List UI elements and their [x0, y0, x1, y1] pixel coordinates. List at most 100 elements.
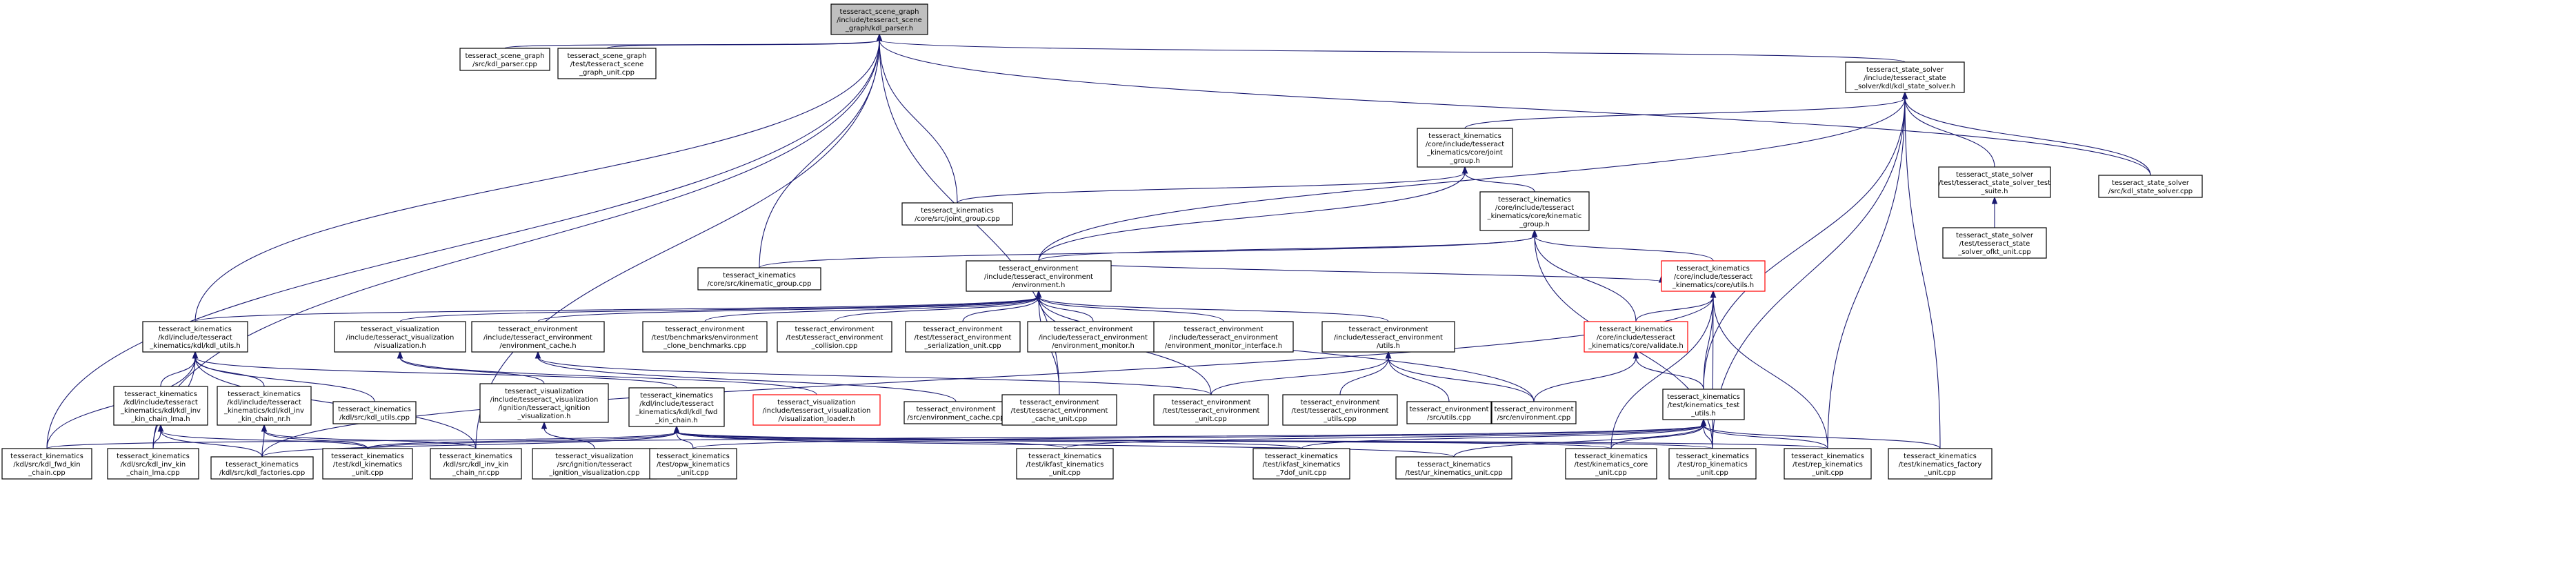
node-label-line: tesseract_visualization: [505, 388, 583, 395]
node-label-line: _serialization_unit.cpp: [923, 342, 1001, 350]
graph-node-vis-h[interactable]: tesseract_visualization/include/tesserac…: [334, 321, 466, 353]
graph-node-env-cache-cpp[interactable]: tesseract_environment/src/environment_ca…: [903, 401, 1008, 424]
graph-node-kin-opw-unit[interactable]: tesseract_kinematics/test/opw_kinematics…: [649, 448, 737, 480]
graph-node-kdl-fwd-cpp[interactable]: tesseract_kinematics/kdl/src/kdl_fwd_kin…: [1, 448, 92, 480]
graph-node-env-clone-bench[interactable]: tesseract_environment/test/benchmarks/en…: [642, 321, 768, 353]
graph-node-ss-test-suite[interactable]: tesseract_state_solver/test/tesseract_st…: [1938, 166, 2051, 198]
graph-node-env-utils-h[interactable]: tesseract_environment/include/tesseract_…: [1321, 321, 1455, 353]
node-label-line: tesseract_visualization: [777, 399, 856, 406]
graph-node-env-cache-unit[interactable]: tesseract_environment/test/tesseract_env…: [1001, 394, 1117, 426]
graph-node-kin-validate-h[interactable]: tesseract_kinematics/core/include/tesser…: [1584, 321, 1688, 353]
node-box: [1942, 227, 2047, 259]
graph-node-kin-utils-h[interactable]: tesseract_kinematics/core/include/tesser…: [1661, 260, 1766, 292]
graph-node-kdl-fwd-h[interactable]: tesseract_kinematics/kdl/include/tessera…: [628, 387, 725, 427]
node-label-line: tesseract_kinematics: [1904, 453, 1977, 460]
node-label-line: _unit.cpp: [351, 469, 383, 477]
graph-node-kin-joint-group-cpp[interactable]: tesseract_kinematics/core/src/joint_grou…: [901, 202, 1013, 226]
edge-env-h-to-kin-joint-group-h: [1038, 166, 1468, 262]
node-box: [1668, 448, 1757, 480]
graph-node-kdl-utils-h[interactable]: tesseract_kinematics/kdl/include/tessera…: [142, 321, 248, 353]
edge-line: [1904, 97, 2151, 176]
node-label-line: /kdl/include/tesseract: [639, 400, 714, 408]
graph-node-vis-loader-h[interactable]: tesseract_visualization/include/tesserac…: [752, 394, 881, 426]
node-label-line: _suite.h: [1981, 188, 2008, 195]
graph-node-kin-kdl-unit[interactable]: tesseract_kinematics/test/kdl_kinematics…: [322, 448, 413, 480]
edge-line: [676, 431, 1302, 449]
node-label-line: tesseract_kinematics: [124, 391, 197, 398]
graph-node-root[interactable]: tesseract_scene_graph/include/tesseract_…: [830, 3, 928, 35]
graph-node-ss-kdl-cpp[interactable]: tesseract_state_solver/src/kdl_state_sol…: [2098, 175, 2203, 198]
edge-line: [879, 39, 1906, 63]
node-label-line: /test/ur_kinematics_unit.cpp: [1405, 469, 1502, 477]
graph-node-kin-kinematic-group-h[interactable]: tesseract_kinematics/core/include/tesser…: [1479, 191, 1590, 231]
edge-line: [152, 39, 880, 449]
graph-node-kdl-factories-cpp[interactable]: tesseract_kinematics/kdl/src/kdl_factori…: [210, 456, 314, 480]
graph-node-kdl-utils-cpp[interactable]: tesseract_kinematics/kdl/src/kdl_utils.c…: [332, 401, 417, 424]
graph-node-env-monitor-h[interactable]: tesseract_environment/include/tesseract_…: [1027, 321, 1159, 353]
edge-line: [759, 39, 880, 268]
graph-node-kdl-lma-cpp[interactable]: tesseract_kinematics/kdl/src/kdl_inv_kin…: [107, 448, 199, 480]
graph-node-env-cache-h[interactable]: tesseract_environment/include/tesseract_…: [471, 321, 605, 353]
graph-node-kin-test-utils-h[interactable]: tesseract_kinematics/test/kinematics_tes…: [1662, 389, 1745, 420]
node-label-line: tesseract_kinematics: [226, 461, 299, 469]
graph-node-kin-rep-unit[interactable]: tesseract_kinematics/test/rep_kinematics…: [1784, 448, 1872, 480]
graph-node-env-monitor-if-h[interactable]: tesseract_environment/include/tesseract_…: [1153, 321, 1294, 353]
graph-node-kin-core-unit[interactable]: tesseract_kinematics/test/kinematics_cor…: [1565, 448, 1657, 480]
node-label-line: _utils.h: [1690, 410, 1716, 418]
node-label-line: _chain_lma.cpp: [126, 469, 179, 477]
graph-node-kin-ikfast-unit[interactable]: tesseract_kinematics/test/ikfast_kinemat…: [1016, 448, 1114, 480]
edge-kin-rep-unit-to-kdl-state-solver-h: [1827, 91, 1908, 449]
node-label-line: _kinematics/core/joint: [1426, 149, 1503, 157]
edge-line: [194, 296, 1039, 322]
graph-node-kdl-nr-cpp[interactable]: tesseract_kinematics/kdl/src/kdl_inv_kin…: [430, 448, 522, 480]
node-label-line: tesseract_kinematics: [1677, 265, 1750, 273]
graph-node-kin-factory-unit[interactable]: tesseract_kinematics/test/kinematics_fac…: [1888, 448, 1993, 480]
node-box: [1001, 394, 1117, 426]
edge-env-h-to-kdl-state-solver-h: [1038, 91, 1908, 262]
node-label-line: tesseract_environment: [1410, 406, 1489, 413]
node-label-line: _ignition_visualization.cpp: [548, 469, 639, 477]
edge-kin-kinematic-group-cpp-to-root: [759, 33, 883, 268]
graph-node-env-cpp[interactable]: tesseract_environment/src/environment.cp…: [1491, 401, 1577, 424]
graph-node-kin-kinematic-group-cpp[interactable]: tesseract_kinematics/core/src/kinematic_…: [697, 267, 821, 291]
graph-node-kin-ikfast-7dof[interactable]: tesseract_kinematics/test/ikfast_kinemat…: [1252, 448, 1350, 480]
edge-line: [957, 172, 1466, 204]
node-label-line: tesseract_kinematics: [10, 453, 83, 460]
edge-line: [1038, 235, 1535, 262]
node-label-line: tesseract_kinematics: [1667, 393, 1740, 401]
edge-line: [537, 296, 1039, 322]
edge-arrowhead: [261, 424, 268, 432]
edge-arrowhead: [1461, 166, 1468, 174]
edge-sg-unit-to-root: [606, 33, 883, 49]
graph-node-env-serialization[interactable]: tesseract_environment/test/tesseract_env…: [905, 321, 1021, 353]
node-box: [642, 321, 768, 353]
graph-node-env-unit[interactable]: tesseract_environment/test/tesseract_env…: [1153, 394, 1269, 426]
node-label-line: tesseract_environment: [499, 326, 578, 333]
node-box: [1417, 128, 1513, 168]
node-box: [332, 401, 417, 424]
graph-node-sg-unit[interactable]: tesseract_scene_graph/test/tesseract_sce…: [557, 48, 657, 79]
graph-node-vis-ign-cpp[interactable]: tesseract_visualization/src/ignition/tes…: [532, 448, 657, 480]
node-box: [479, 383, 609, 423]
graph-node-sg-kdl-parser-cpp[interactable]: tesseract_scene_graph/src/kdl_parser.cpp: [459, 48, 550, 71]
node-label-line: /test/kinematics_core: [1575, 461, 1648, 469]
graph-node-env-h[interactable]: tesseract_environment/include/tesseract_…: [966, 260, 1112, 292]
graph-node-kin-ur-unit[interactable]: tesseract_kinematics/test/ur_kinematics_…: [1395, 456, 1512, 480]
graph-node-env-collision[interactable]: tesseract_environment/test/tesseract_env…: [777, 321, 892, 353]
graph-node-env-utils-unit[interactable]: tesseract_environment/test/tesseract_env…: [1282, 394, 1398, 426]
edge-line: [1904, 97, 1941, 449]
node-box: [1479, 191, 1590, 231]
graph-node-kdl-inv-nr-h[interactable]: tesseract_kinematics/kdl/include/tessera…: [217, 386, 312, 426]
edge-line: [194, 39, 880, 322]
graph-node-kdl-state-solver-h[interactable]: tesseract_state_solver/include/tesseract…: [1845, 61, 1965, 93]
graph-node-vis-ign-h[interactable]: tesseract_visualization/include/tesserac…: [479, 383, 609, 423]
node-label-line: tesseract_kinematics: [117, 453, 190, 460]
node-box: [752, 394, 881, 426]
graph-node-env-src-utils[interactable]: tesseract_environment/src/utils.cpp: [1406, 401, 1492, 424]
edge-env-utils-unit-to-env-utils-h: [1339, 351, 1392, 395]
node-label-line: _clone_benchmarks.cpp: [663, 342, 746, 350]
graph-node-kdl-inv-lma-h[interactable]: tesseract_kinematics/kdl/include/tessera…: [113, 386, 208, 426]
graph-node-kin-joint-group-h[interactable]: tesseract_kinematics/core/include/tesser…: [1417, 128, 1513, 168]
graph-node-kin-rop-unit[interactable]: tesseract_kinematics/test/rop_kinematics…: [1668, 448, 1757, 480]
graph-node-ss-ofkt-unit[interactable]: tesseract_state_solver/test/tesseract_st…: [1942, 227, 2047, 259]
